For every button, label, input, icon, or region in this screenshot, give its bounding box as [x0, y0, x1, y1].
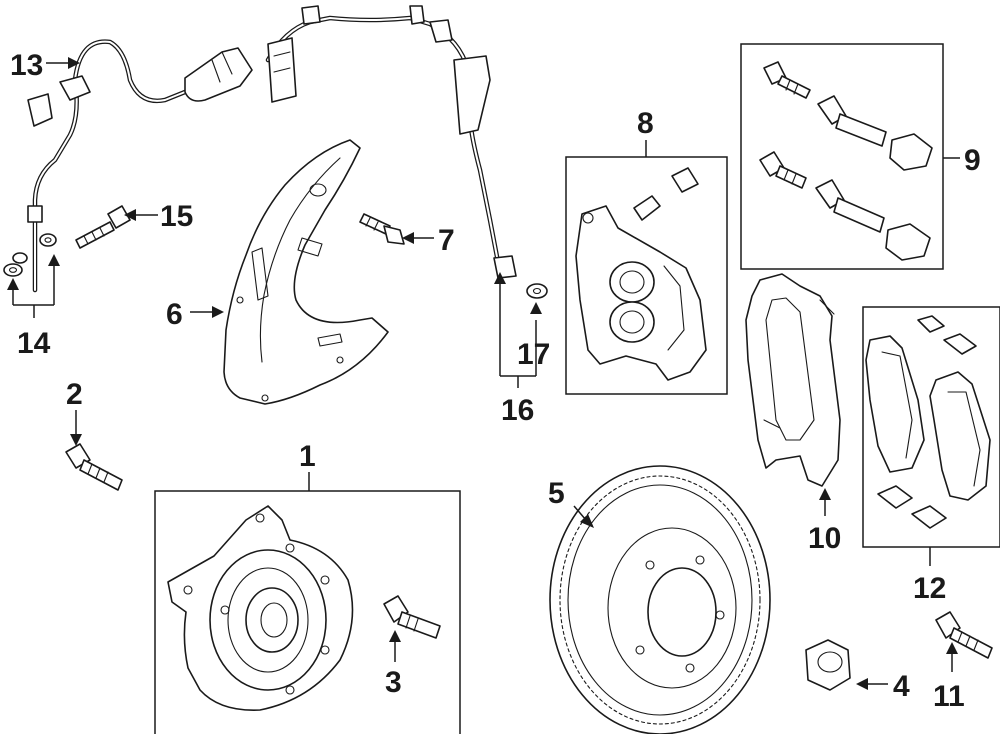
wheel-stud-3 — [383, 595, 441, 639]
callout-15: 15 — [160, 200, 193, 233]
wheel-hub-1 — [167, 505, 354, 711]
callout-17: 17 — [517, 338, 550, 371]
bolt-11 — [935, 611, 993, 659]
bolt-15 — [75, 205, 131, 249]
callout-5: 5 — [548, 477, 565, 510]
callout-6: 6 — [166, 298, 183, 331]
callout-1: 1 — [299, 440, 316, 473]
guide-pin-kit-9 — [759, 61, 933, 261]
washer-17 — [526, 283, 548, 299]
brake-rotor-5 — [549, 465, 771, 734]
brake-pad-set-12 — [865, 315, 991, 529]
bolt-2 — [65, 443, 123, 491]
callout-8: 8 — [637, 107, 654, 140]
washer-pair-14 — [3, 233, 57, 277]
callout-leaders — [7, 57, 960, 690]
guide-pin-kit-box — [740, 43, 944, 270]
callout-4: 4 — [893, 670, 910, 703]
callout-7: 7 — [438, 224, 455, 257]
callout-14: 14 — [17, 327, 51, 360]
bolt-7 — [359, 213, 405, 245]
abs-sensor-wire-harness — [27, 5, 517, 293]
callout-11: 11 — [933, 680, 965, 713]
callout-2: 2 — [66, 378, 83, 411]
callout-12: 12 — [913, 572, 946, 605]
callout-9: 9 — [964, 144, 981, 177]
splash-shield-6 — [223, 139, 389, 405]
caliper-bracket-10 — [745, 273, 841, 487]
callout-10: 10 — [808, 522, 841, 555]
callout-16: 16 — [501, 394, 534, 427]
hub-assembly-box — [154, 490, 461, 734]
callout-13: 13 — [10, 49, 43, 82]
callout-3: 3 — [385, 666, 402, 699]
brake-pad-kit-box — [862, 306, 1000, 548]
brake-caliper-8 — [575, 167, 707, 381]
hub-nut-4 — [805, 639, 851, 691]
